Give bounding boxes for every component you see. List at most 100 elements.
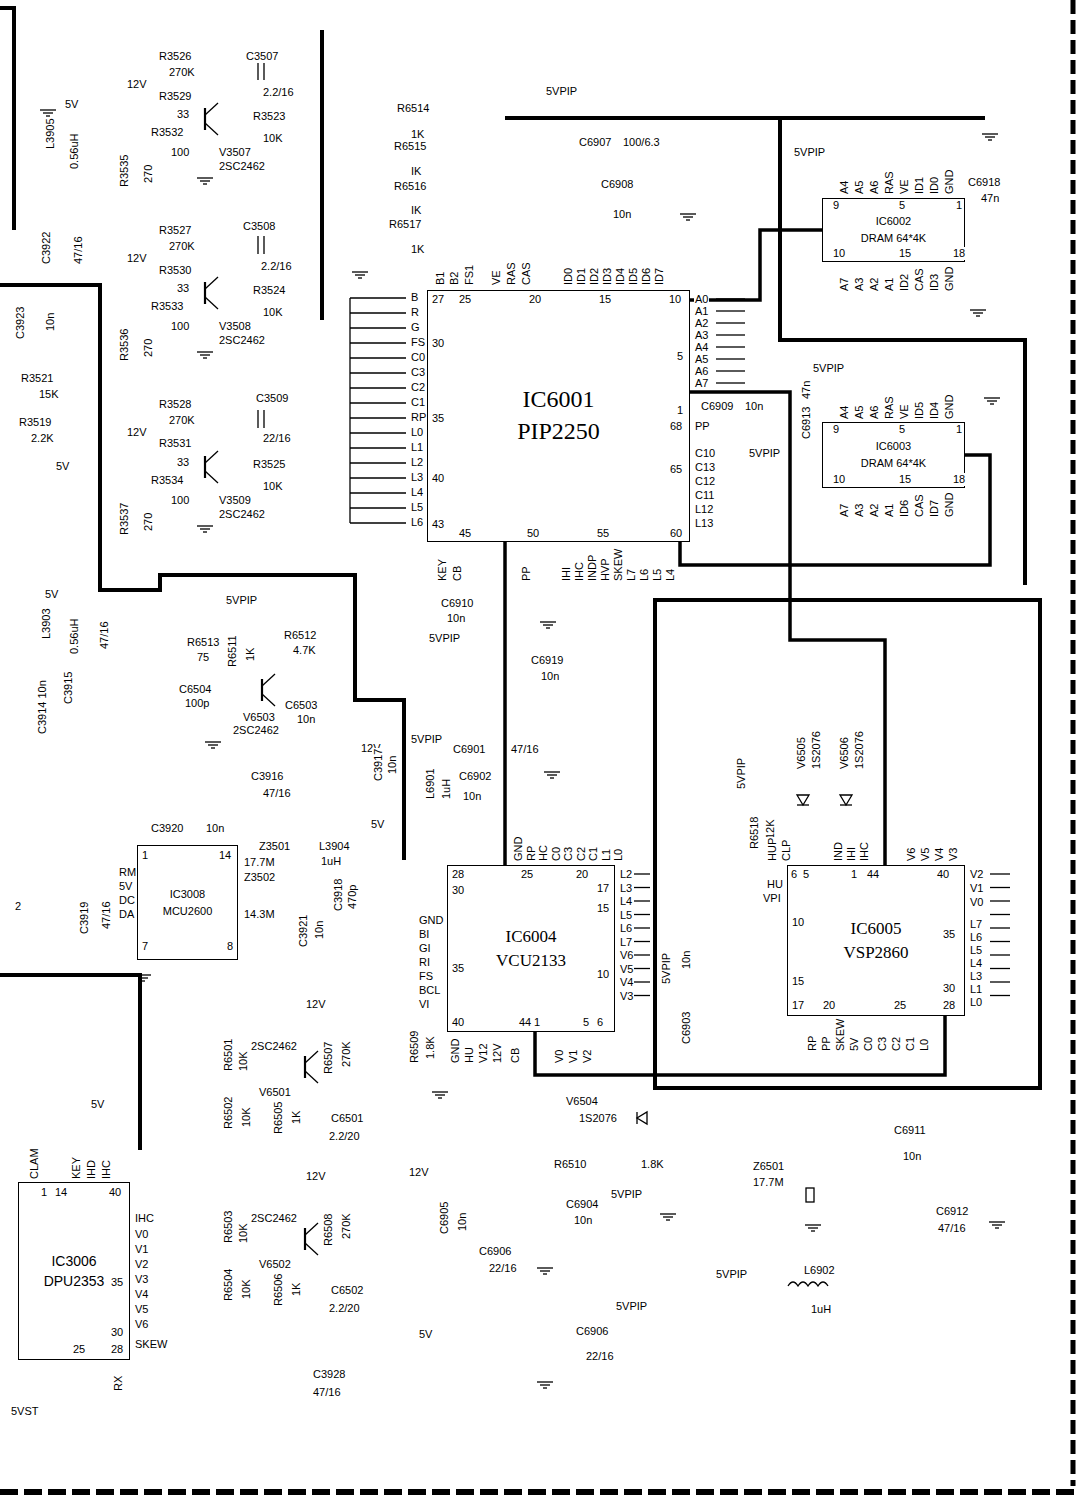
component-label: 5VST (10, 1405, 40, 1418)
component-label: 100 (170, 320, 190, 333)
component-label: C3921 (297, 914, 310, 948)
component-label: R6508 (322, 1213, 335, 1247)
component-label: Z3502 (243, 871, 276, 884)
component-label: RM (118, 866, 137, 879)
bus-wire (535, 1016, 945, 1075)
component-label: L0 (612, 848, 625, 862)
component-label: ID2 (898, 273, 911, 292)
component-label: V3507 (218, 146, 252, 159)
ground-symbol (135, 975, 151, 981)
wire (990, 981, 1010, 982)
component-label: R3536 (118, 328, 131, 362)
component-label: RAS (883, 170, 896, 195)
component-label: 5VPIP (748, 447, 781, 460)
diode-symbol (637, 1112, 647, 1124)
component-label: 20 (575, 868, 589, 881)
bus-wire (320, 30, 324, 320)
component-label: FS (418, 970, 434, 983)
component-label: R (410, 306, 420, 319)
component-label: C6908 (600, 178, 634, 191)
ground-symbol (544, 772, 560, 778)
component-label: 1S2076 (810, 730, 823, 770)
ground-symbol (197, 178, 213, 184)
component-label: VE (490, 269, 503, 286)
component-label: 100/6.3 (622, 136, 661, 149)
component-label: 12V (491, 1042, 504, 1064)
wire (350, 387, 406, 388)
chip-name: IC6005 (851, 919, 902, 939)
component-label: V3508 (218, 320, 252, 333)
component-label: 12V (305, 998, 327, 1011)
component-label: 17 (596, 882, 610, 895)
component-label: 17.7M (243, 856, 276, 869)
component-label: L6901 (424, 767, 437, 800)
component-label: HUP (766, 837, 779, 862)
wire (990, 954, 1010, 955)
component-label: 1K (290, 1282, 303, 1297)
component-label: IHC (573, 561, 586, 582)
component-label: RP (410, 411, 427, 424)
component-label: RP (525, 845, 538, 862)
component-label: R6511 (226, 634, 239, 668)
component-label: B (410, 291, 419, 304)
component-label: L13 (694, 517, 714, 530)
component-label: 33 (176, 282, 190, 295)
component-label: 2.2/20 (328, 1302, 361, 1315)
component-label: 15 (898, 247, 912, 260)
component-label: C0 (410, 351, 426, 364)
component-label: 5 (898, 423, 906, 436)
component-label: R6507 (322, 1041, 335, 1075)
ground-symbol (537, 1382, 553, 1388)
component-label: 5VPIP (812, 362, 845, 375)
component-label: R6513 (186, 636, 220, 649)
component-label: 45 (458, 527, 472, 540)
component-label: C6905 (438, 1201, 451, 1235)
component-label: 5V (418, 1328, 433, 1341)
component-label: C6501 (330, 1112, 364, 1125)
wire (350, 417, 406, 418)
component-label: RP (806, 1035, 819, 1052)
component-label: C3917 (372, 748, 385, 782)
component-label: L3905 (44, 117, 57, 150)
component-label: ID4 (928, 401, 941, 420)
chip-name: IC3006 (51, 1253, 96, 1269)
wire (716, 346, 745, 347)
component-label: 12V (126, 78, 148, 91)
component-label: A1 (883, 503, 896, 518)
component-label: 10n (573, 1214, 593, 1227)
component-label: RX (112, 1375, 125, 1392)
chip-name: DPU2353 (44, 1273, 105, 1289)
transistor-symbol (262, 674, 275, 706)
sheet-border (0, 1489, 1078, 1495)
component-label: ID3 (601, 267, 614, 286)
wire (634, 995, 650, 996)
component-label: 1 (955, 199, 963, 212)
component-label: 5VPIP (410, 733, 443, 746)
component-label: 270K (168, 66, 196, 79)
component-label: L7 (625, 568, 638, 582)
wire (990, 995, 1010, 996)
component-label: 270 (142, 164, 155, 184)
component-label: PP (520, 565, 533, 582)
inductor-symbol (788, 1282, 828, 1286)
component-label: C3 (562, 846, 575, 862)
component-label: RAS (883, 395, 896, 420)
component-label: CB (451, 565, 464, 582)
component-label: C6903 (680, 1011, 693, 1045)
component-label: 47/16 (72, 235, 85, 265)
ic-chip: IC6004VCU2133 (447, 865, 615, 1032)
component-label: C3919 (78, 901, 91, 935)
component-label: 14 (218, 849, 232, 862)
bus-wire (0, 975, 140, 1150)
component-label: L6 (638, 568, 651, 582)
component-label: 75 (196, 651, 210, 664)
component-label: L5 (969, 944, 983, 957)
component-label: 2SC2462 (250, 1040, 298, 1053)
component-label: R6509 (408, 1030, 421, 1064)
component-label: 2SC2462 (218, 508, 266, 521)
component-label: 10 (791, 916, 805, 929)
component-label: V5 (134, 1303, 149, 1316)
wire (263, 62, 264, 80)
component-label: L2 (619, 868, 633, 881)
component-label: 15 (598, 293, 612, 306)
